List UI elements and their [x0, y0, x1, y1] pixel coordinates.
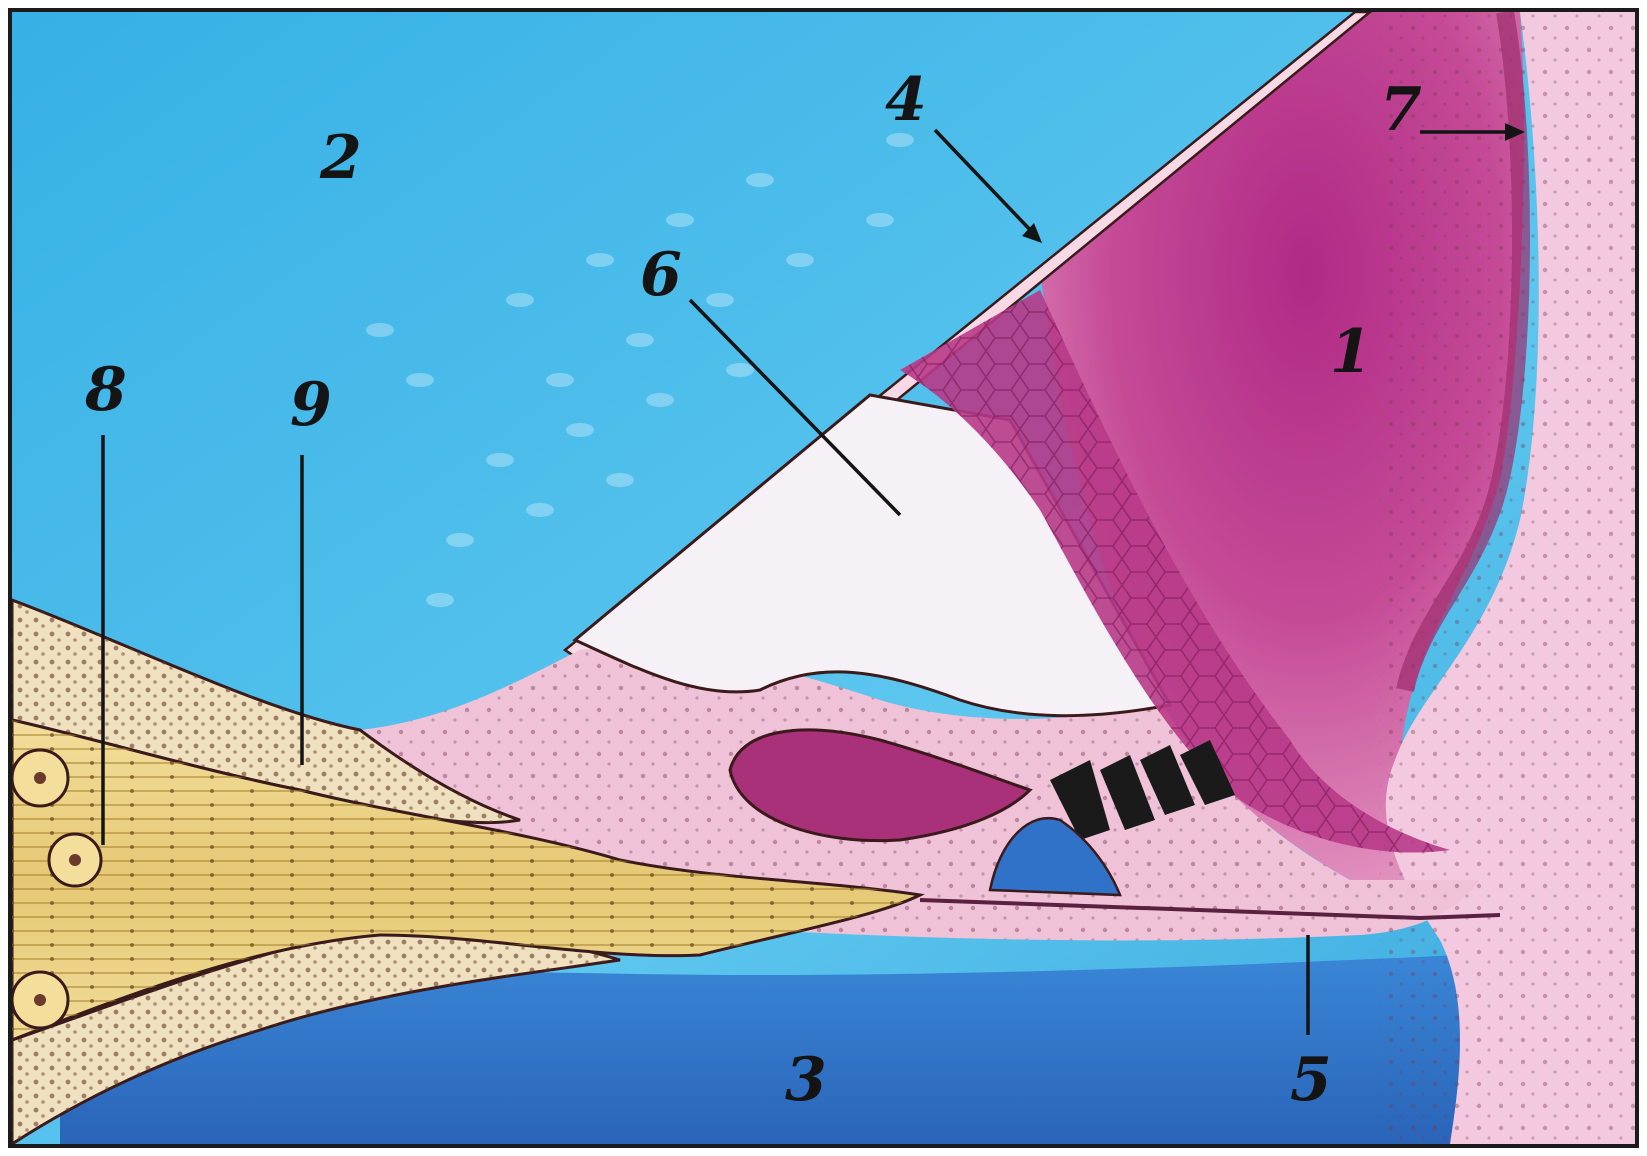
- label-1: 1: [1330, 317, 1372, 387]
- lateral-wall-dots: [1380, 12, 1635, 1144]
- label-8: 8: [84, 355, 127, 425]
- label-6: 6: [640, 240, 682, 310]
- label-7: 7: [1380, 75, 1422, 145]
- label-4: 4: [885, 65, 927, 135]
- label-3: 3: [785, 1045, 827, 1115]
- label-9: 9: [290, 370, 332, 440]
- label-5: 5: [1290, 1045, 1332, 1115]
- label-2: 2: [319, 123, 362, 193]
